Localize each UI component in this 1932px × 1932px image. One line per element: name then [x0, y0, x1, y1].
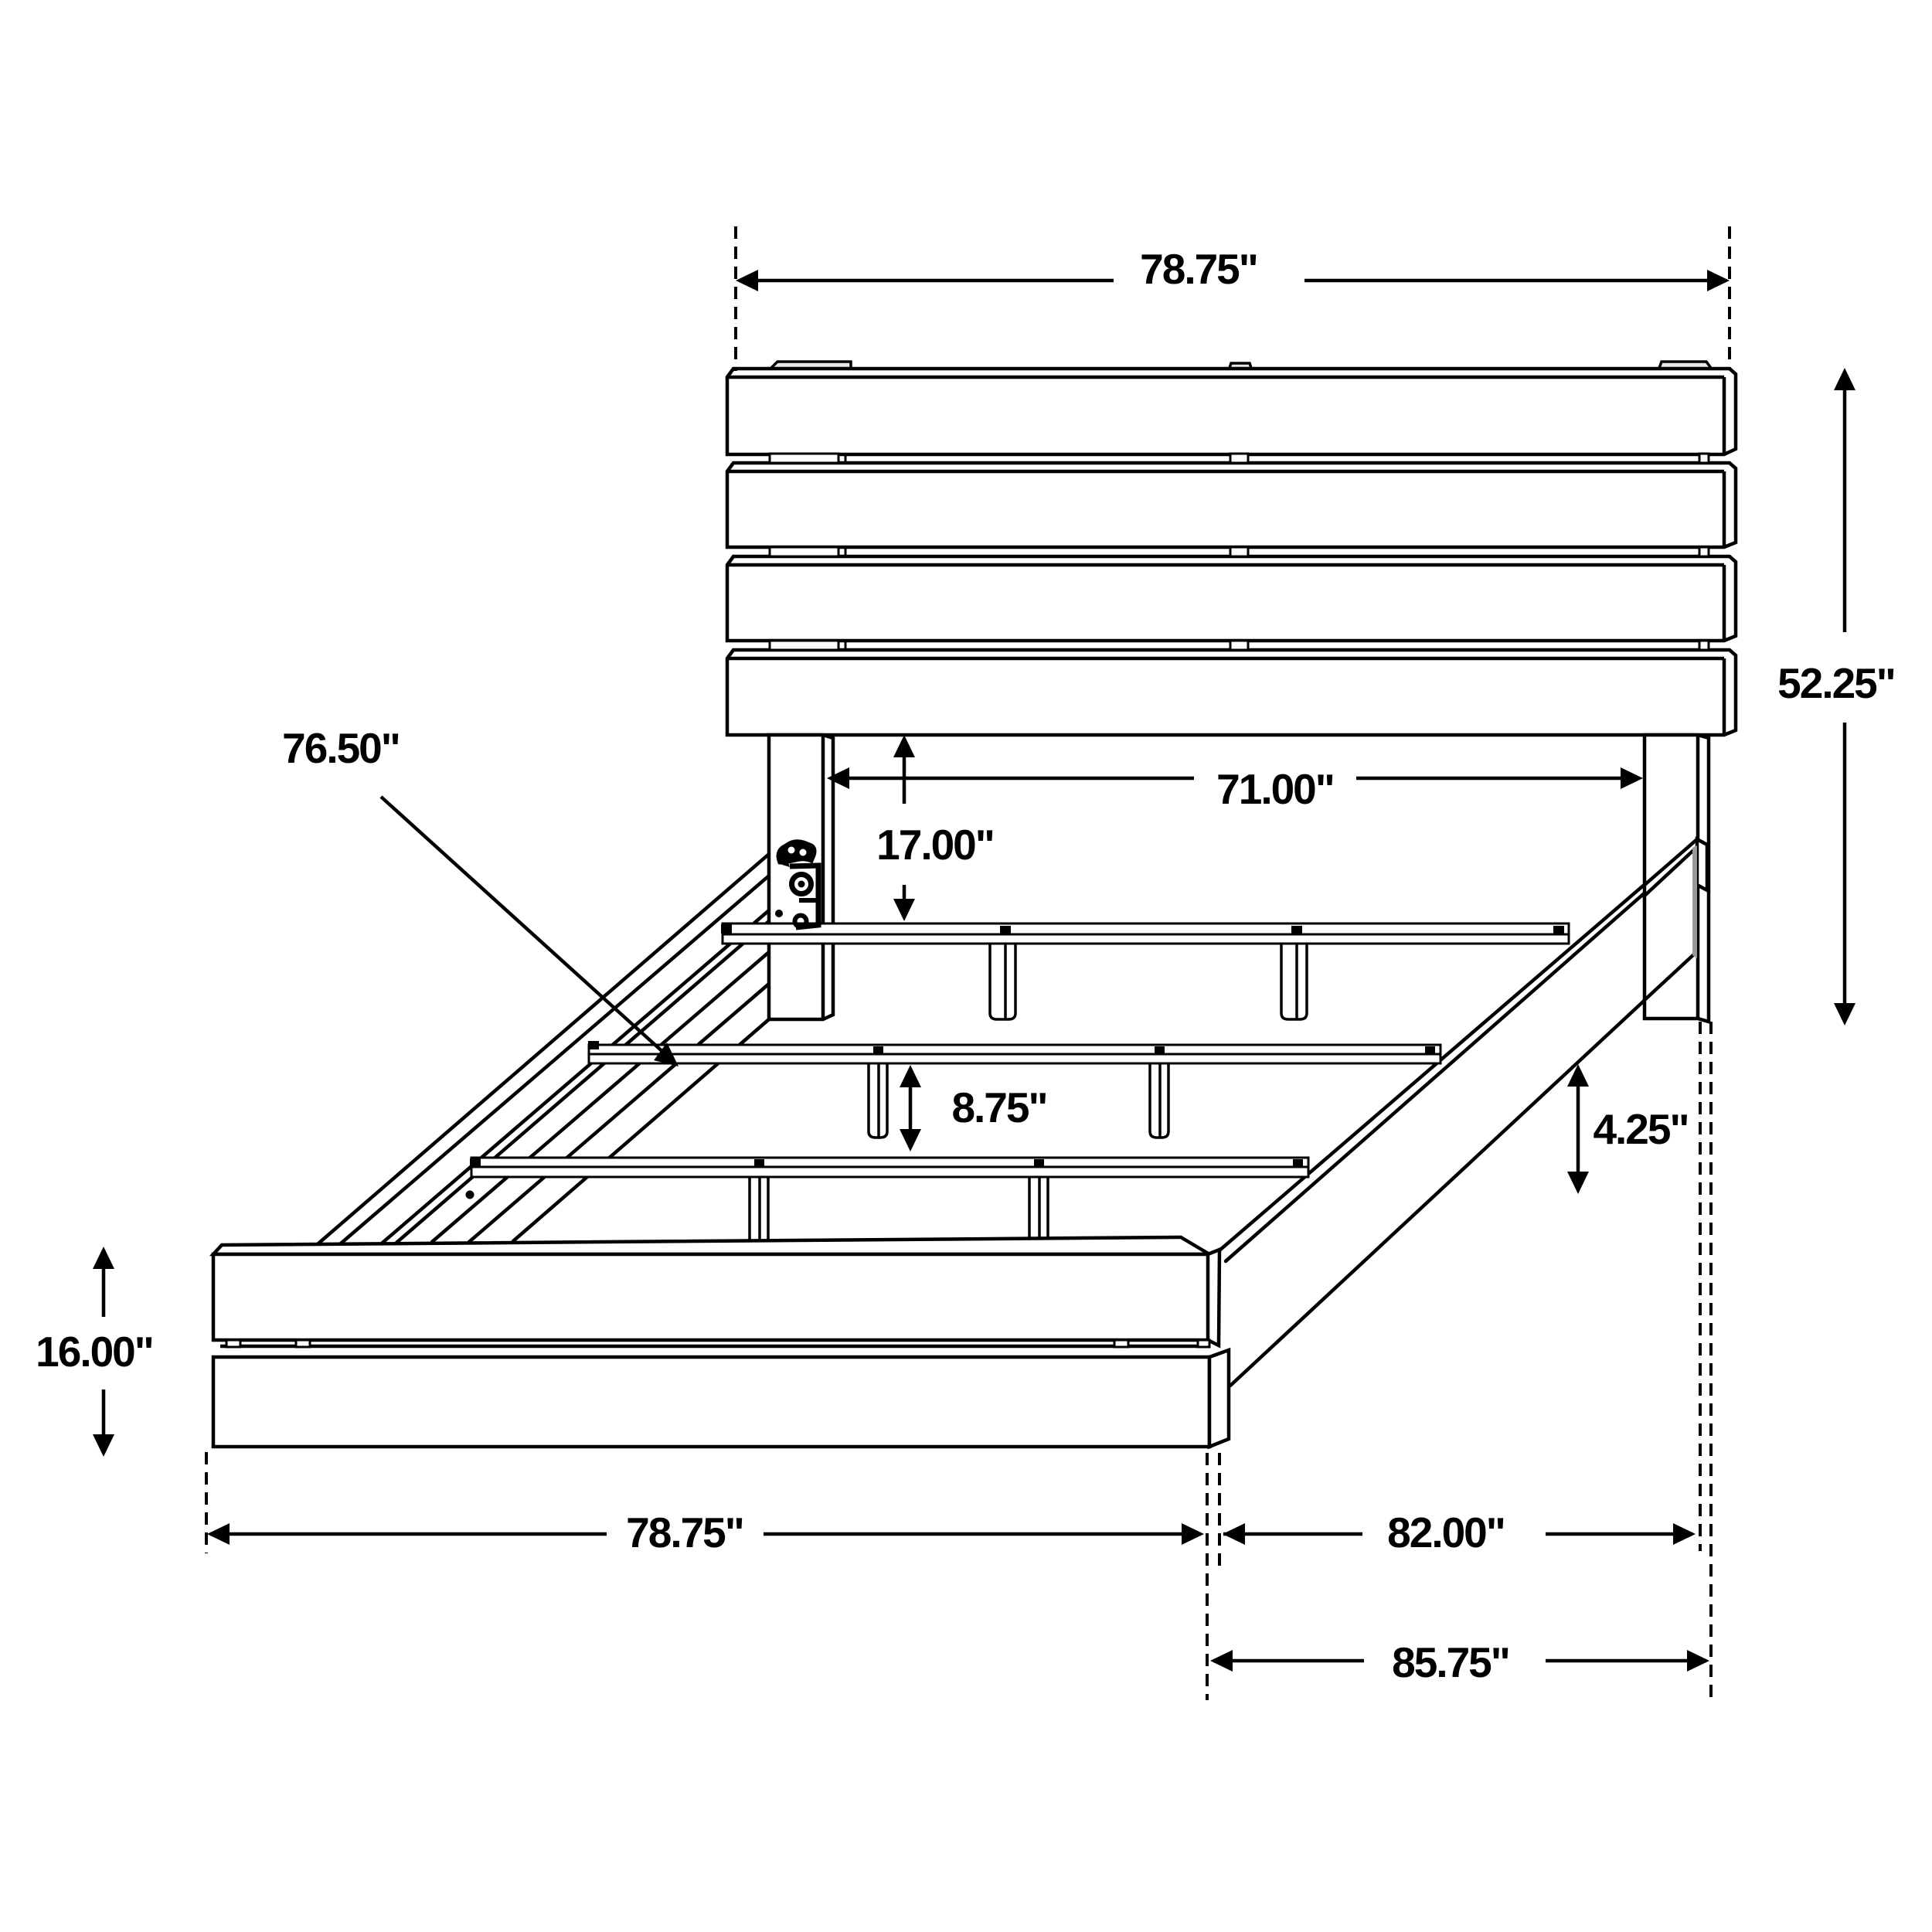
svg-text:4.25": 4.25" [1593, 1105, 1688, 1153]
svg-text:78.75": 78.75" [1140, 245, 1257, 293]
svg-text:71.00": 71.00" [1216, 765, 1334, 813]
svg-text:78.75": 78.75" [626, 1509, 743, 1556]
svg-text:8.75": 8.75" [951, 1083, 1046, 1131]
svg-text:76.50": 76.50" [282, 724, 400, 772]
svg-text:16.00": 16.00" [36, 1328, 153, 1376]
svg-text:17.00": 17.00" [876, 821, 994, 869]
svg-text:82.00": 82.00" [1387, 1509, 1505, 1556]
svg-text:85.75": 85.75" [1392, 1638, 1509, 1686]
svg-text:52.25": 52.25" [1777, 659, 1895, 707]
